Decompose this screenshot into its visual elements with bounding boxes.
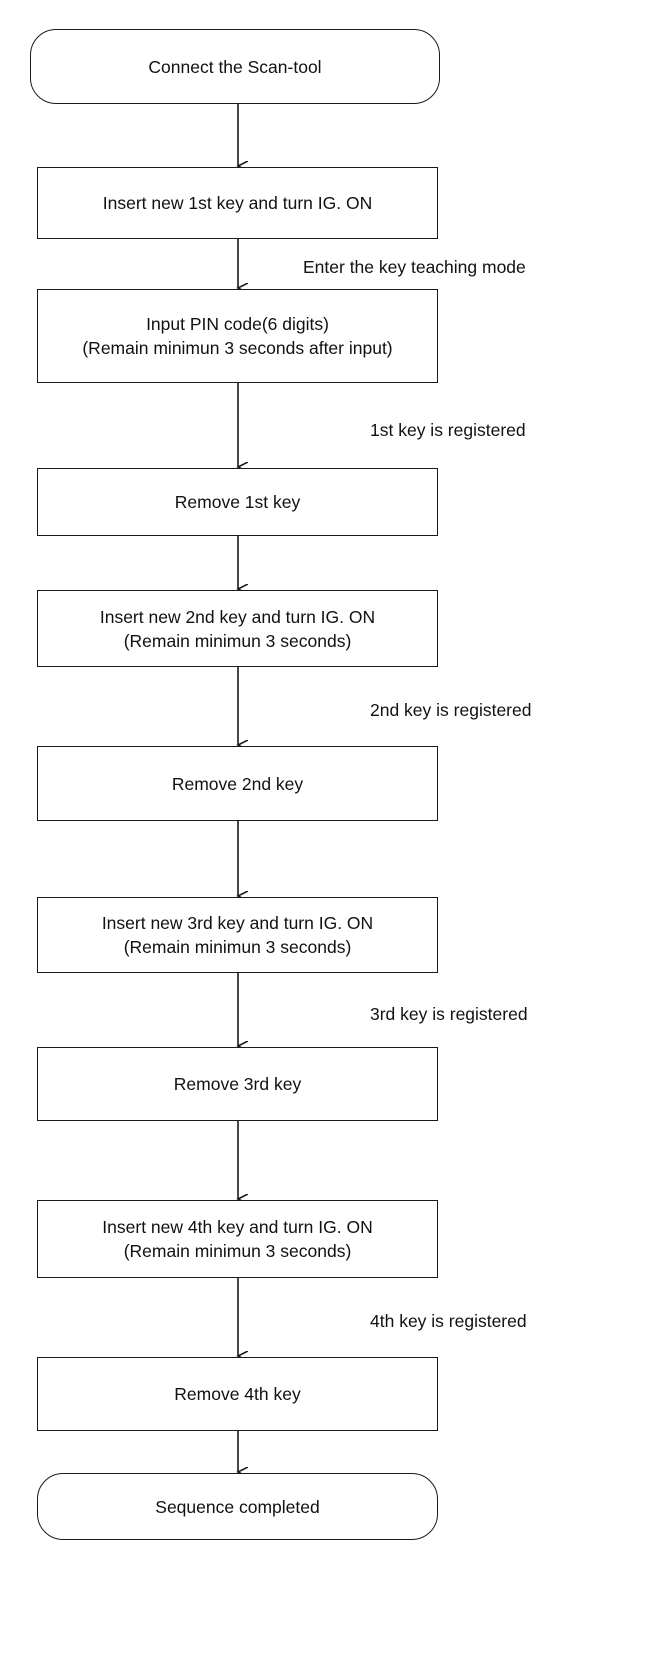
step-text-line: (Remain minimun 3 seconds) (123, 1241, 352, 1261)
connector-note: 3rd key is registered (370, 1004, 528, 1024)
process-step-2: Input PIN code(6 digits) (Remain minimun … (37, 289, 438, 383)
connector-note: 2nd key is registered (370, 700, 532, 720)
start-terminal: Connect the Scan-tool (30, 29, 440, 104)
step-text-line: Connect the Scan-tool (148, 56, 322, 77)
step-text-line: (Remain minimun 3 seconds) (123, 937, 352, 957)
step-text-line: Remove 3rd key (173, 1074, 302, 1094)
process-step-4: Insert new 2nd key and turn IG. ON (Remai… (37, 590, 438, 667)
step-text-line: Insert new 2nd key and turn IG. ON (99, 606, 376, 627)
step-text-line: Input PIN code(6 digits) (146, 314, 329, 334)
process-step-6: Insert new 3rd key and turn IG. ON (Remai… (37, 897, 438, 973)
process-step-9: Remove 4th key (37, 1357, 438, 1431)
process-step-3: Remove 1st key (37, 468, 438, 536)
process-step-5: Remove 2nd key (37, 746, 438, 821)
step-text-line: Remove 2nd key (171, 773, 304, 794)
connector-note: 4th key is registered (370, 1311, 527, 1331)
process-step-8: Insert new 4th key and turn IG. ON (Remai… (37, 1200, 438, 1278)
step-text-line: Insert new 1st key and turn IG. ON (102, 193, 373, 213)
process-step-7: Remove 3rd key (37, 1047, 438, 1121)
step-text-line: Remove 1st key (174, 492, 301, 512)
step-text-line: (Remain minimun 3 seconds after input) (82, 338, 393, 358)
step-text-line: Insert new 3rd key and turn IG. ON (101, 913, 374, 933)
step-text-line: (Remain minimun 3 seconds) (123, 630, 352, 651)
connector-note: Enter the key teaching mode (303, 257, 526, 277)
end-terminal: Sequence completed (37, 1473, 438, 1540)
step-text-line: Insert new 4th key and turn IG. ON (102, 1217, 373, 1237)
step-text-line: Remove 4th key (174, 1384, 301, 1404)
process-step-1: Insert new 1st key and turn IG. ON (37, 167, 438, 239)
connector-note: 1st key is registered (370, 420, 526, 440)
step-text-line: Sequence completed (155, 1496, 320, 1517)
